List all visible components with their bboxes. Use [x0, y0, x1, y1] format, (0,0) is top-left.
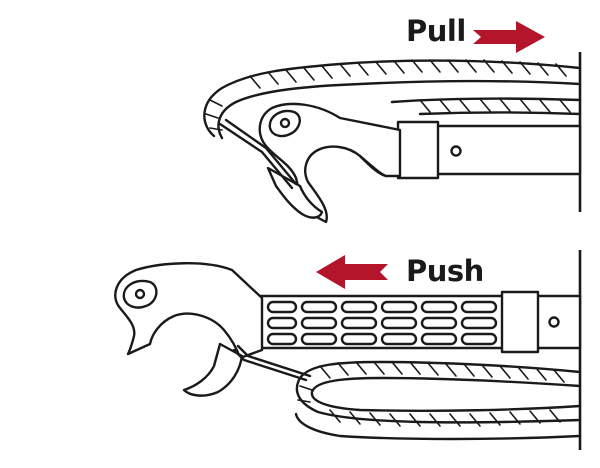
arrow-right-icon [473, 21, 545, 53]
hook-eye-bottom [122, 279, 158, 309]
rope-bottom [294, 360, 582, 441]
hook-eye-rivet-top [279, 117, 291, 129]
pull-label: Pull [406, 14, 466, 48]
rope-top [203, 59, 582, 140]
spring-wire-bottom [236, 344, 312, 378]
rivet-top [450, 145, 462, 157]
pull-tool [203, 59, 582, 224]
rivet-bottom [548, 316, 560, 328]
jaw-bottom [182, 342, 244, 397]
hook-head-bottom [114, 262, 264, 360]
arrow-left-icon [316, 255, 388, 289]
push-tool [114, 262, 582, 441]
collar-bottom [500, 290, 540, 354]
hook-eye-rivet-bottom [134, 288, 146, 300]
collar-top [396, 120, 440, 180]
push-label: Push [406, 254, 484, 288]
hook-eye-top [268, 109, 301, 138]
spring-wire-top [218, 122, 294, 190]
grip-slots [266, 300, 498, 346]
jaw-top [266, 166, 324, 219]
